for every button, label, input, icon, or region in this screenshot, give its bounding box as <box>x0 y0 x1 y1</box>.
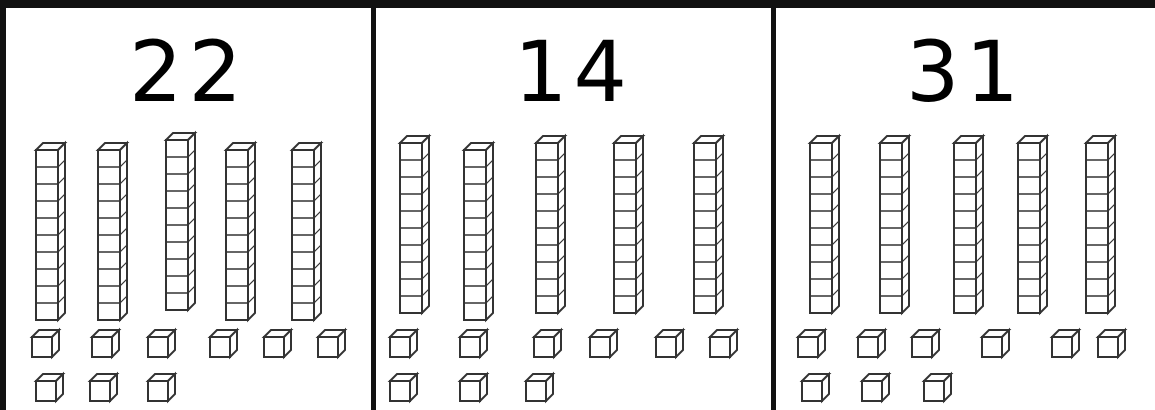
tens-rod <box>400 136 429 313</box>
tens-rod <box>1018 136 1047 313</box>
unit-cube <box>590 330 617 357</box>
unit-cube <box>710 330 737 357</box>
unit-cube <box>90 374 117 401</box>
unit-cube <box>36 374 63 401</box>
unit-cube <box>148 374 175 401</box>
unit-cube <box>1098 330 1125 357</box>
unit-cube <box>798 330 825 357</box>
tens-rod <box>614 136 643 313</box>
unit-cube <box>210 330 237 357</box>
tens-rod <box>292 143 321 320</box>
base-ten-blocks <box>776 8 1155 410</box>
unit-cube <box>148 330 175 357</box>
unit-cube <box>264 330 291 357</box>
unit-cube <box>526 374 553 401</box>
unit-cube <box>1052 330 1079 357</box>
unit-cube <box>534 330 561 357</box>
panel-2: 14 <box>376 8 776 410</box>
tens-rod <box>536 136 565 313</box>
unit-cube <box>318 330 345 357</box>
unit-cube <box>912 330 939 357</box>
unit-cube <box>858 330 885 357</box>
tens-rod <box>464 143 493 320</box>
tens-rod <box>36 143 65 320</box>
tens-rod <box>810 136 839 313</box>
tens-rod <box>226 143 255 320</box>
tens-rod <box>694 136 723 313</box>
base-ten-blocks <box>6 8 371 410</box>
unit-cube <box>460 374 487 401</box>
unit-cube <box>802 374 829 401</box>
unit-cube <box>982 330 1009 357</box>
unit-cube <box>656 330 683 357</box>
tens-rod <box>954 136 983 313</box>
unit-cube <box>390 330 417 357</box>
unit-cube <box>924 374 951 401</box>
unit-cube <box>390 374 417 401</box>
panel-1: 22 <box>6 8 376 410</box>
tens-rod <box>880 136 909 313</box>
unit-cube <box>862 374 889 401</box>
tens-rod <box>166 133 195 310</box>
base-ten-blocks <box>376 8 771 410</box>
unit-cube <box>32 330 59 357</box>
unit-cube <box>92 330 119 357</box>
tens-rod <box>98 143 127 320</box>
tens-rod <box>1086 136 1115 313</box>
unit-cube <box>460 330 487 357</box>
panel-3: 31 <box>776 8 1155 410</box>
